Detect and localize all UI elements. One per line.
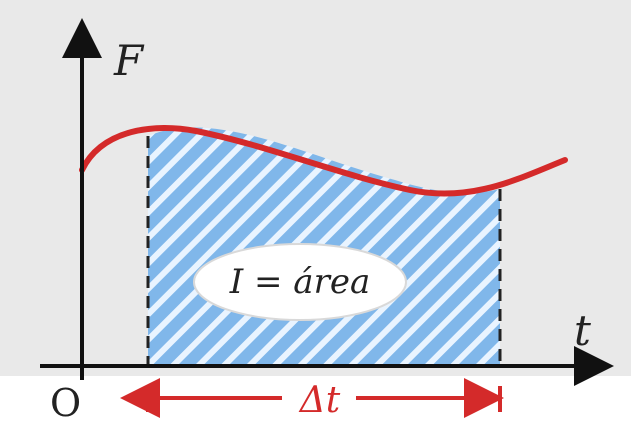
x-axis-label: t — [574, 306, 591, 355]
interval-label: Δt — [298, 380, 341, 421]
area-label-bubble — [193, 243, 407, 321]
area-label: I = área — [229, 262, 370, 302]
force-curve — [79, 124, 568, 197]
y-axis-label: F — [113, 36, 145, 85]
origin-label: O — [50, 381, 81, 425]
